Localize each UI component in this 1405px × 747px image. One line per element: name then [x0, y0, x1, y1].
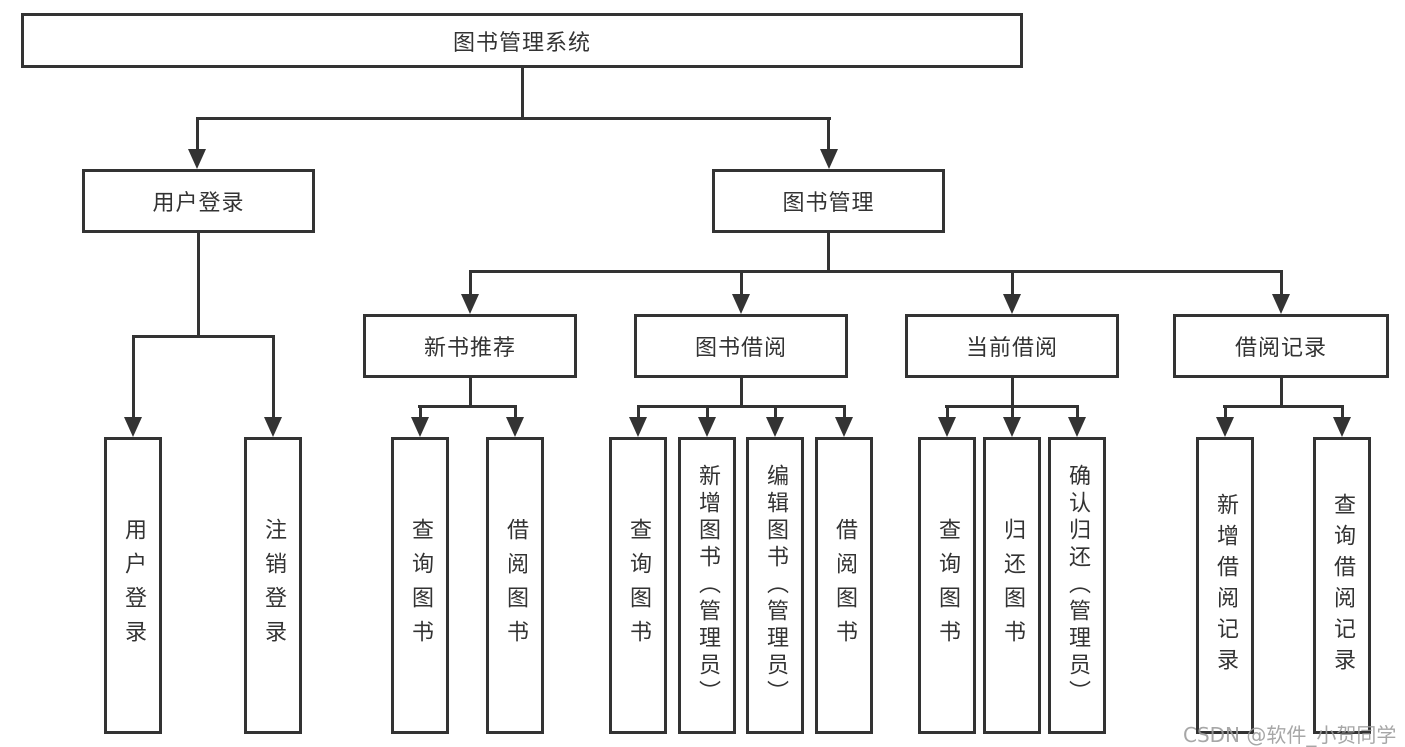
connector-line	[1340, 406, 1344, 419]
connector-line	[827, 233, 830, 271]
leaf-label: 查询图书	[626, 517, 651, 654]
leaf-label: 确认归还（管理员）	[1065, 464, 1090, 707]
arrow-down-icon	[264, 417, 282, 437]
leaf-borrow-book: 借阅图书	[815, 437, 873, 734]
node-borrow-record: 借阅记录	[1173, 314, 1389, 378]
connector-line	[417, 404, 517, 408]
arrow-down-icon	[1272, 294, 1290, 314]
leaf-query-borrow-record: 查询借阅记录	[1313, 437, 1371, 734]
leaf-label: 注销登录	[261, 517, 286, 654]
connector-line	[1223, 404, 1344, 408]
connector-line	[468, 376, 472, 406]
leaf-label: 新增图书（管理员）	[695, 464, 720, 707]
node-book-management: 图书管理	[712, 169, 945, 233]
connector-line	[131, 334, 275, 338]
leaf-return-book: 归还图书	[983, 437, 1041, 734]
leaf-user-login: 用户登录	[104, 437, 162, 734]
arrow-down-icon	[732, 294, 750, 314]
arrow-down-icon	[819, 149, 838, 169]
arrow-down-icon	[835, 417, 853, 437]
arrow-down-icon	[506, 417, 524, 437]
connector-line	[739, 376, 743, 406]
connector-line	[418, 406, 422, 419]
watermark: CSDN @软件_小贺同学	[1183, 723, 1397, 747]
connector-line	[636, 404, 846, 408]
arrow-down-icon	[1003, 417, 1021, 437]
leaf-label: 借阅图书	[832, 517, 857, 654]
arrow-down-icon	[1333, 417, 1351, 437]
arrow-down-icon	[1003, 294, 1021, 314]
connector-line	[520, 68, 524, 120]
leaf-label: 用户登录	[121, 517, 146, 654]
leaf-logout: 注销登录	[244, 437, 302, 734]
leaf-query-book: 查询图书	[918, 437, 976, 734]
node-label: 图书管理	[782, 191, 875, 216]
arrow-down-icon	[461, 294, 479, 314]
arrow-down-icon	[629, 417, 647, 437]
arrow-down-icon	[188, 149, 206, 169]
connector-line	[196, 233, 200, 336]
leaf-label: 查询图书	[935, 517, 960, 654]
node-new-book-recommend: 新书推荐	[363, 314, 577, 378]
connector-line	[131, 336, 135, 418]
node-root-system: 图书管理系统	[21, 13, 1023, 68]
node-label: 新书推荐	[423, 336, 516, 361]
arrow-down-icon	[411, 417, 429, 437]
node-label: 图书管理系统	[452, 30, 591, 56]
arrow-down-icon	[698, 417, 716, 437]
node-book-borrow: 图书借阅	[634, 314, 848, 378]
leaf-add-borrow-record: 新增借阅记录	[1196, 437, 1254, 734]
node-label: 当前借阅	[965, 336, 1058, 361]
node-label: 用户登录	[152, 191, 245, 216]
node-current-borrow: 当前借阅	[905, 314, 1119, 378]
leaf-label: 借阅图书	[503, 517, 528, 654]
connector-line	[195, 118, 199, 151]
connector-line	[739, 271, 743, 295]
connector-line	[1010, 376, 1014, 406]
arrow-down-icon	[1068, 417, 1086, 437]
connector-line	[271, 336, 275, 418]
arrow-down-icon	[124, 417, 142, 437]
connector-line	[1010, 271, 1014, 295]
connector-line	[1010, 406, 1014, 419]
connector-line	[1279, 271, 1283, 295]
connector-line	[773, 406, 777, 419]
leaf-confirm-return-admin: 确认归还（管理员）	[1048, 437, 1106, 734]
leaf-label: 查询图书	[408, 517, 433, 654]
connector-line	[1279, 376, 1283, 406]
node-user-login: 用户登录	[82, 169, 315, 233]
connector-line	[705, 406, 709, 419]
connector-line	[1075, 406, 1079, 419]
arrow-down-icon	[766, 417, 784, 437]
node-label: 图书借阅	[694, 336, 787, 361]
leaf-label: 归还图书	[1000, 517, 1025, 654]
leaf-borrow-book: 借阅图书	[486, 437, 544, 734]
connector-line	[945, 406, 949, 419]
leaf-add-book-admin: 新增图书（管理员）	[678, 437, 736, 734]
connector-line	[842, 406, 846, 419]
leaf-query-book: 查询图书	[391, 437, 449, 734]
connector-line	[468, 269, 1283, 273]
connector-line	[513, 406, 517, 419]
connector-line	[1223, 406, 1227, 419]
connector-line	[468, 271, 472, 295]
arrow-down-icon	[938, 417, 956, 437]
leaf-label: 查询借阅记录	[1330, 492, 1355, 679]
leaf-edit-book-admin: 编辑图书（管理员）	[746, 437, 804, 734]
leaf-label: 新增借阅记录	[1213, 492, 1238, 679]
connector-line	[195, 116, 831, 120]
leaf-label: 编辑图书（管理员）	[763, 464, 788, 707]
arrow-down-icon	[1216, 417, 1234, 437]
connector-line	[636, 406, 640, 419]
leaf-query-book: 查询图书	[609, 437, 667, 734]
node-label: 借阅记录	[1234, 336, 1327, 361]
connector-line	[827, 118, 830, 151]
